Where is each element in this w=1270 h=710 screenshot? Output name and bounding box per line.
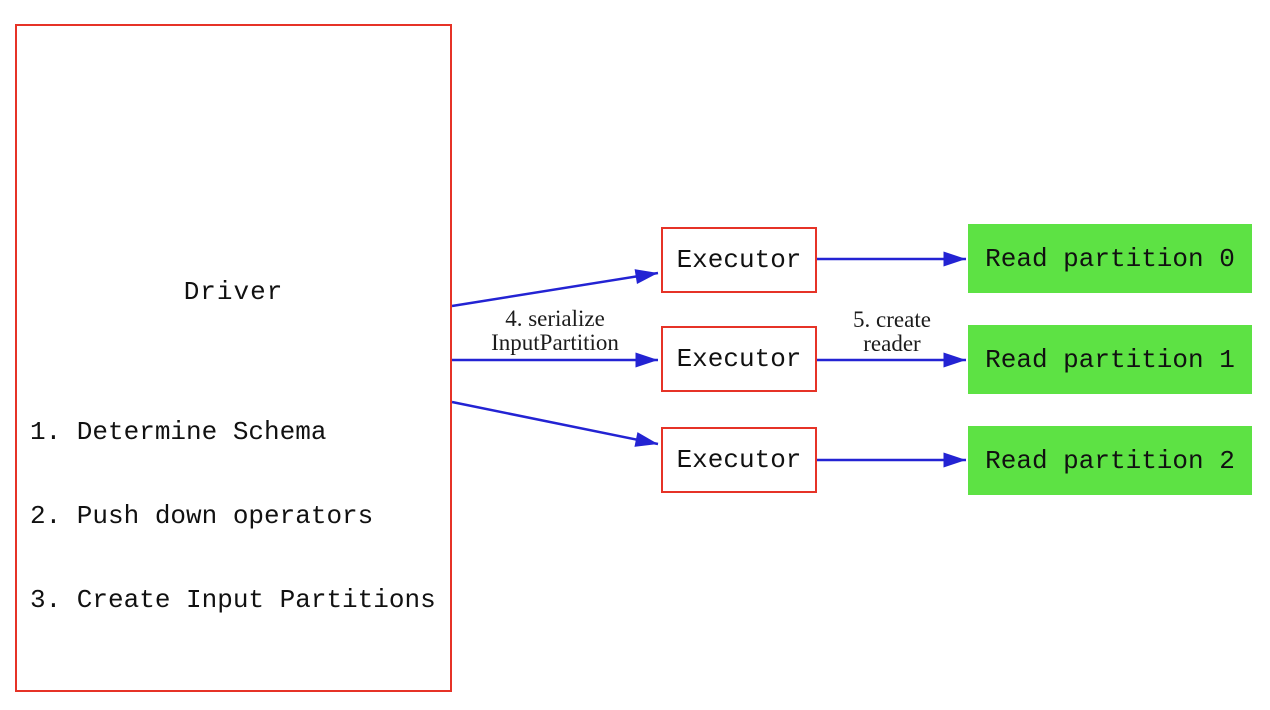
executor-label-1: Executor bbox=[676, 245, 802, 275]
driver-step-3: 3. Create Input Partitions bbox=[30, 585, 436, 615]
read-partition-box-0: Read partition 0 bbox=[968, 224, 1252, 293]
executor-label-3: Executor bbox=[676, 445, 802, 475]
read-partition-box-1: Read partition 1 bbox=[968, 325, 1252, 394]
arrow-driver-to-executor-1 bbox=[451, 269, 659, 308]
executor-box-3: Executor bbox=[661, 427, 817, 493]
executor-box-2: Executor bbox=[661, 326, 817, 392]
serialize-inputpartition-label: 4. serialize InputPartition bbox=[440, 307, 670, 355]
reader-label-line-1: 5. create bbox=[853, 307, 931, 332]
driver-step-1: 1. Determine Schema bbox=[30, 417, 327, 447]
read-partition-label-1: Read partition 1 bbox=[985, 344, 1235, 375]
driver-step-2: 2. Push down operators bbox=[30, 501, 374, 531]
driver-title: Driver bbox=[183, 277, 284, 307]
serialize-label-line-1: 4. serialize bbox=[505, 306, 605, 331]
executor-box-1: Executor bbox=[661, 227, 817, 293]
driver-box: Driver 1. Determine Schema 2. Push down … bbox=[15, 24, 452, 692]
arrow-driver-to-executor-3 bbox=[451, 400, 659, 447]
read-partition-label-2: Read partition 2 bbox=[985, 445, 1235, 476]
executor-label-2: Executor bbox=[676, 344, 802, 374]
serialize-label-line-2: InputPartition bbox=[491, 330, 619, 355]
driver-step-list: 1. Determine Schema 2. Push down operato… bbox=[30, 362, 436, 670]
create-reader-label: 5. create reader bbox=[777, 308, 1007, 356]
read-partition-label-0: Read partition 0 bbox=[985, 243, 1235, 274]
read-partition-box-2: Read partition 2 bbox=[968, 426, 1252, 495]
reader-label-line-2: reader bbox=[863, 331, 921, 356]
